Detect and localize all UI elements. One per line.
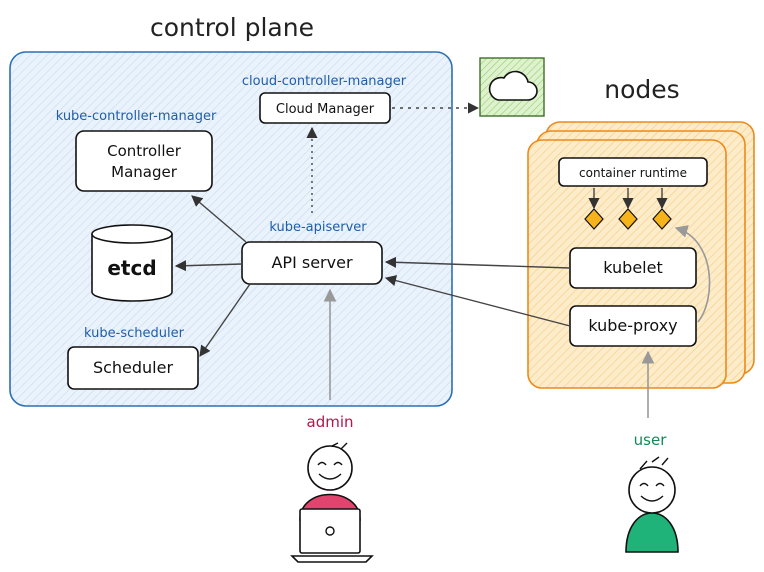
cloud-manager-text: Cloud Manager [276, 102, 375, 117]
nodes-title: nodes [604, 75, 679, 104]
etcd-database[interactable]: etcd [91, 224, 173, 302]
arrow-api-to-scheduler [199, 283, 251, 357]
containers [584, 188, 672, 230]
container-runtime-text: container runtime [579, 166, 687, 180]
cloud-icon [488, 70, 538, 101]
container-runtime-box[interactable]: container runtime [558, 157, 708, 187]
laptop-icon [290, 508, 374, 563]
controller-manager-box[interactable]: Controller Manager [75, 130, 213, 192]
arrow-api-to-controller-manager [191, 195, 247, 243]
kube-scheduler-label: kube-scheduler [84, 326, 185, 341]
admin-label: admin [307, 413, 354, 431]
cloud-controller-manager-label: cloud-controller-manager [242, 74, 407, 89]
arrow-kubelet-to-api [384, 256, 571, 269]
scheduler-box[interactable]: Scheduler [67, 346, 199, 390]
kube-controller-manager-label: kube-controller-manager [56, 109, 217, 124]
kubelet-box[interactable]: kubelet [569, 247, 697, 289]
arrow-kube-proxy-to-containers [674, 225, 711, 323]
kube-proxy-box[interactable]: kube-proxy [569, 305, 697, 347]
scheduler-text: Scheduler [93, 358, 174, 377]
kube-apiserver-label: kube-apiserver [269, 220, 367, 235]
user-person-icon [625, 456, 679, 553]
controller-manager-line1: Controller [107, 142, 182, 160]
arrow-api-to-etcd [174, 260, 243, 272]
etcd-text: etcd [107, 256, 156, 280]
arrow-kube-proxy-to-api [384, 275, 571, 327]
cloud-manager-box[interactable]: Cloud Manager [259, 92, 391, 124]
controller-manager-line2: Manager [111, 163, 178, 181]
container-diamond-icon [584, 208, 604, 230]
cloud-provider-box [479, 57, 545, 117]
kubelet-text: kubelet [603, 258, 662, 277]
kube-proxy-text: kube-proxy [588, 316, 677, 335]
container-diamond-icon [618, 208, 638, 230]
database-icon [91, 224, 173, 302]
user-label: user [634, 431, 668, 449]
container-diamond-icon [652, 208, 672, 230]
api-server-box[interactable]: API server [241, 241, 383, 285]
control-plane-title: control plane [150, 13, 314, 42]
api-server-text: API server [271, 253, 352, 272]
